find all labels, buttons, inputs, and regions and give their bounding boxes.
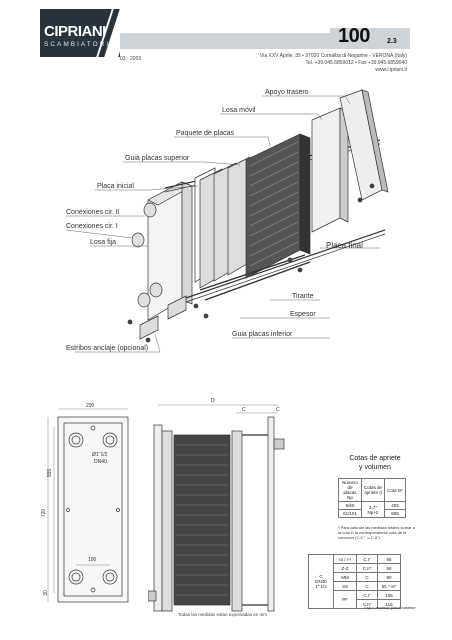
address-line: Via XXV Aprile, 35 • 37020 Cornalba di N… xyxy=(259,53,407,59)
dim-offset: 30 xyxy=(42,590,49,596)
connection-spec: C DN40 1" 1/2 xyxy=(308,554,334,609)
table-cell: 455 xyxy=(384,501,406,510)
website-line: www.cipriani.it xyxy=(375,67,407,73)
units-note: Todas las medidas estan expresadas en mm xyxy=(178,612,268,617)
dim-height-conn: 555 xyxy=(47,468,54,478)
brand-subtitle: SCAMBIATORI xyxy=(44,41,111,48)
label-thickness: Espesor xyxy=(290,311,316,318)
header-num-plates: Número de placas Np xyxy=(338,478,362,502)
label-connections-i: Conexiones cir. I xyxy=(66,223,118,230)
table-cell: 3,7* Np+2 xyxy=(361,501,385,518)
table-cell: SS xyxy=(333,581,357,591)
dim-bottom: 100 xyxy=(88,557,97,563)
table-title-line1: Cotas de apriete xyxy=(349,455,401,462)
brand-name: CIPRIANI xyxy=(44,23,106,40)
table-cell: PF xyxy=(333,590,357,609)
table-cell: C xyxy=(356,572,378,582)
front-view-drawing xyxy=(47,408,129,603)
spec-size: 1" 1/2 xyxy=(315,584,327,589)
phone-line: Tel. +39.045.6859012 • Fax +39.045.68590… xyxy=(305,60,407,66)
table-cell: 5/60 xyxy=(338,501,362,510)
label-upper-guide: Guia placas superior xyxy=(125,155,190,162)
page-number: 100 xyxy=(338,25,370,47)
table-cell: C.II" xyxy=(356,563,378,573)
company-logo: CIPRIANI SCAMBIATORI xyxy=(40,9,134,57)
label-connections-ii: Conexiones cir. II xyxy=(66,209,120,216)
table-title: Cotas de apriete y volumen xyxy=(330,454,420,472)
label-anchor-brackets: Estribos anclaje (opcional) xyxy=(66,345,149,352)
dim-d: D xyxy=(211,398,215,404)
label-back-support: Apoyo trasero xyxy=(265,89,309,96)
table-cell: MM xyxy=(333,572,357,582)
table-cell: 80 xyxy=(377,572,401,582)
exploded-view-drawing xyxy=(65,89,389,353)
table-cell: 105 xyxy=(377,590,401,600)
table-cell: 655 xyxy=(384,509,406,518)
label-tie-rod: Tirante xyxy=(292,293,314,300)
label-moving-plate: Losa móvil xyxy=(222,107,256,114)
label-plate-pack: Paquete de placas xyxy=(176,130,234,137)
table-cell: C xyxy=(356,581,378,591)
table-title-line2: y volumen xyxy=(359,464,391,471)
header-cota-d: Cota D* xyxy=(384,478,406,502)
dim-height-total: 720 xyxy=(41,508,48,518)
tightening-table: Número de placas Np Cotas de apriete d C… xyxy=(338,478,406,518)
side-view-drawing xyxy=(148,404,285,612)
table1-footnote: * Para calcular las medidas totales suma… xyxy=(338,525,415,540)
table-cell: 115 xyxy=(377,599,401,609)
company-address: Via XXV Aprile, 35 • 37020 Cornalba di N… xyxy=(207,53,407,74)
table-cell: 68 xyxy=(377,554,401,564)
table-cell: 61/101 xyxy=(338,509,362,518)
header-tab xyxy=(330,28,410,49)
table-cell: Z-Z xyxy=(333,563,357,573)
page-subnumber: 2.3 xyxy=(387,38,397,45)
table2-footnote: * sp = espesor placa bastidor xyxy=(364,605,416,610)
table-cell: C.I" xyxy=(356,554,378,564)
dim-c1: C xyxy=(242,407,246,413)
label-end-plate: Placa final xyxy=(326,241,363,250)
table-cell: 55 *-st" xyxy=(377,581,401,591)
header-tightening: Cotas de apriete d xyxy=(361,478,385,502)
dim-width: 290 xyxy=(86,403,95,409)
spec-c: C xyxy=(319,574,323,579)
connection-size: Ø1"1/2 xyxy=(92,452,108,458)
label-start-plate: Placa inicial xyxy=(97,183,134,190)
table-cell: 58 xyxy=(377,563,401,573)
spec-dn: DN40 xyxy=(315,579,327,584)
dim-c2: C xyxy=(276,407,280,413)
table-cell: I4 / I-I xyxy=(333,554,357,564)
label-fixed-plate: Losa fija xyxy=(90,239,117,246)
connections-table: C DN40 1" 1/2 I4 / I-I C.I" 68 Z-Z C.II"… xyxy=(308,554,401,609)
connection-dn: DN40 xyxy=(94,459,107,465)
document-date: 03 - 2003 xyxy=(120,56,142,62)
table-cell: C.I" xyxy=(356,590,378,600)
label-lower-guide: Guia placas inferior xyxy=(232,331,293,338)
